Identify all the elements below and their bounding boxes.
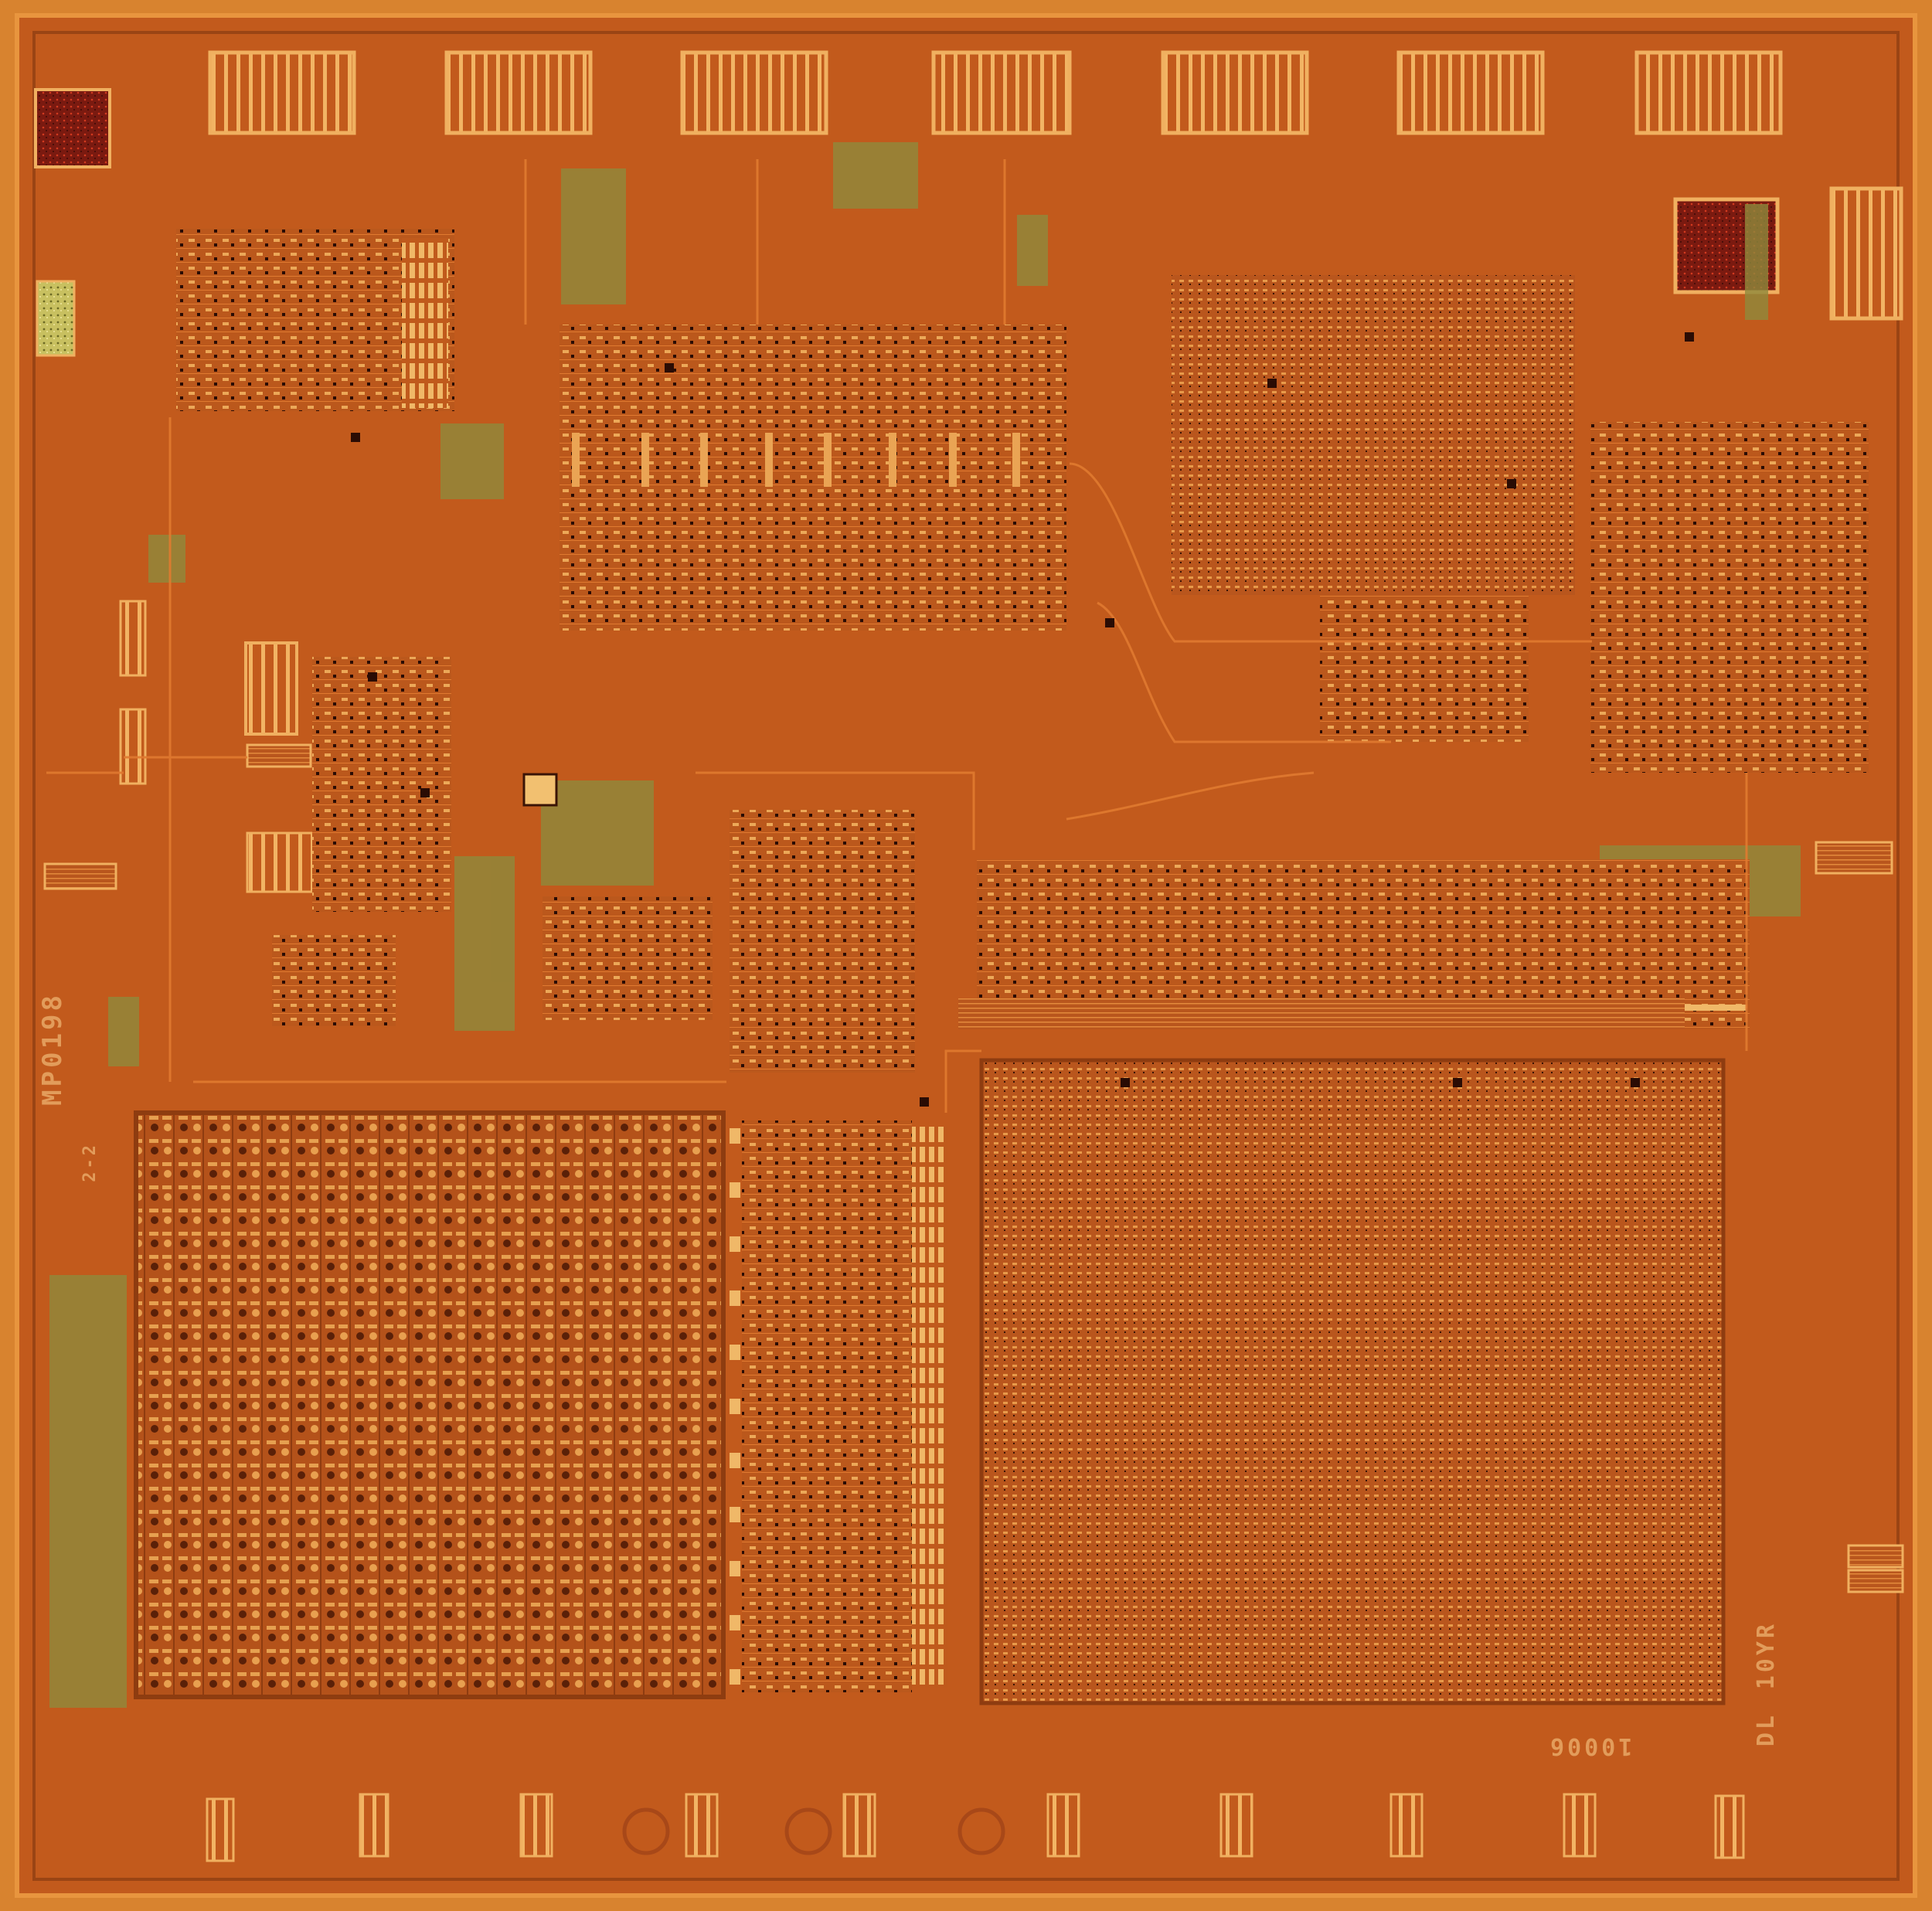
top-pad-4 bbox=[931, 50, 1072, 135]
latch-column-ul-fill bbox=[402, 238, 448, 408]
cap-square bbox=[522, 773, 558, 807]
decoder-tabs bbox=[730, 1128, 740, 1685]
top-pad-2 bbox=[444, 50, 593, 135]
datapath-upper bbox=[560, 325, 1066, 631]
rom-border bbox=[134, 1110, 726, 1699]
serp-block-right bbox=[1829, 186, 1903, 321]
guard-ring bbox=[32, 31, 1900, 1881]
top-pad-6 bbox=[1396, 50, 1545, 135]
serp-left-2 bbox=[119, 708, 147, 785]
datapath-columns bbox=[572, 433, 1020, 487]
top-pad-5 bbox=[1161, 50, 1309, 135]
top-pad-row bbox=[208, 50, 1783, 135]
sense-amp-row bbox=[958, 998, 1685, 1029]
right-pads bbox=[1815, 841, 1904, 1593]
row-decoder bbox=[742, 1120, 912, 1692]
ram-border bbox=[979, 1058, 1726, 1705]
logic-decoder-upper bbox=[730, 810, 915, 1073]
analog-left-2 bbox=[246, 743, 312, 768]
code-marking-bottom: DL bbox=[1753, 1712, 1780, 1747]
seal-ring bbox=[15, 13, 1917, 1898]
logic-center-left bbox=[312, 657, 451, 912]
serial-marking: 10006 bbox=[1547, 1732, 1633, 1760]
top-pad-7 bbox=[1634, 50, 1783, 135]
analog-left-3 bbox=[246, 831, 318, 893]
top-pad-1 bbox=[208, 50, 356, 135]
analog-left-4 bbox=[43, 862, 117, 890]
yellow-pad-left bbox=[36, 280, 76, 357]
logic-right bbox=[1590, 422, 1869, 773]
code-marking-small: 2-2 bbox=[80, 1142, 100, 1182]
contacts bbox=[351, 332, 1694, 1107]
serp-left-1 bbox=[119, 600, 147, 677]
code-marking-top: 10YR bbox=[1753, 1621, 1780, 1690]
logic-left-mid bbox=[272, 935, 396, 1026]
logic-right-mid bbox=[1320, 595, 1529, 742]
ram-array bbox=[981, 1060, 1723, 1703]
green-regions bbox=[49, 142, 1801, 1708]
logic-mid-center bbox=[543, 896, 713, 1020]
corner-pad-top-left bbox=[34, 88, 111, 168]
bottom-pad-row bbox=[206, 1793, 1745, 1862]
part-number-marking: MP0198 bbox=[37, 992, 68, 1106]
register-array-upper-right bbox=[1172, 275, 1575, 595]
rom-array bbox=[136, 1113, 723, 1697]
decoder-latch-column bbox=[912, 1127, 947, 1688]
bottom-pad-circles bbox=[622, 1807, 1005, 1855]
analog-left bbox=[244, 641, 298, 736]
routing bbox=[46, 159, 1748, 1113]
top-pad-3 bbox=[680, 50, 828, 135]
